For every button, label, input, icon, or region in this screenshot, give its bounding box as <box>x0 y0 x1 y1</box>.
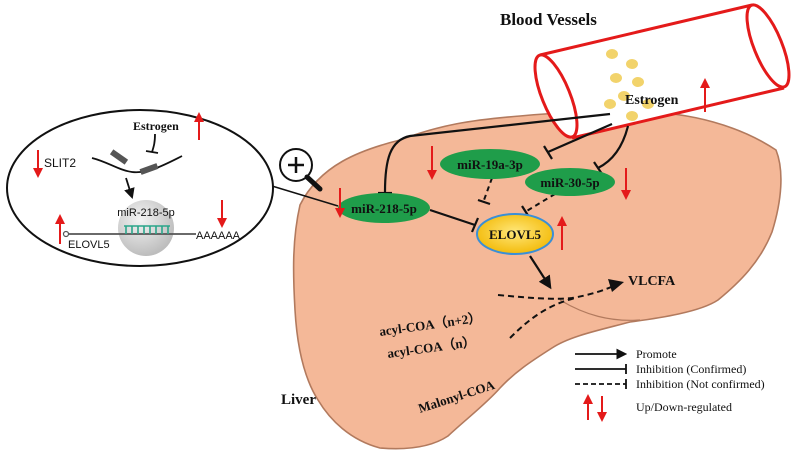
mir218-node <box>338 193 430 223</box>
inset-estrogen-inhibition <box>145 133 159 154</box>
blood-vessels-label: Blood Vessels <box>500 10 597 29</box>
elovl5-node <box>476 213 554 255</box>
inset-mirna-label: miR-218-5p <box>117 207 174 219</box>
substrate-paths <box>497 284 617 339</box>
blood-vessel <box>533 3 791 140</box>
legend-confirmed-label: Inhibition (Confirmed) <box>636 362 746 376</box>
slit2-gene <box>91 149 183 175</box>
magnifier-plus-icon <box>279 148 323 192</box>
liver-fold <box>559 299 641 321</box>
mir218-inhibits-elovl5 <box>429 208 480 233</box>
legend-updown-label: Up/Down-regulated <box>636 400 732 414</box>
mir19a-node <box>440 149 540 179</box>
mir218-label: miR-218-5p <box>351 201 417 216</box>
slit2-promote-arrow <box>124 177 135 200</box>
elovl5-promote-arrow <box>529 255 552 290</box>
liver-label: Liver <box>281 392 316 408</box>
vlcfa-arrowhead <box>608 279 624 292</box>
inset-mirna-ball <box>118 200 174 256</box>
inset-ellipse <box>6 109 274 267</box>
inset-polya-label: AAAAAA <box>196 230 241 242</box>
mir19a-label: miR-19a-3p <box>457 157 523 172</box>
legend-not-confirmed-label: Inhibition (Not confirmed) <box>636 377 765 391</box>
liver-shape <box>292 111 782 450</box>
inset-elovl5-label: ELOVL5 <box>68 239 110 251</box>
elovl5-label: ELOVL5 <box>489 227 542 242</box>
inset-connector <box>271 185 339 207</box>
estrogen-inhibition-lines <box>378 112 630 195</box>
mir30-label: miR-30-5p <box>540 175 599 190</box>
inset-estrogen-label: Estrogen <box>133 119 179 133</box>
vlcfa-label: VLCFA <box>628 274 676 289</box>
mirna-dashed-inhibitions <box>483 177 556 213</box>
mrna-mirna-helix <box>124 225 170 234</box>
mrna-cap <box>62 230 70 238</box>
slit2-label: SLIT2 <box>44 156 76 170</box>
legend: Promote Inhibition (Confirmed) Inhibitio… <box>575 347 765 422</box>
fat-droplets <box>604 49 654 121</box>
mir30-node <box>525 168 615 196</box>
estrogen-label: Estrogen <box>625 93 679 108</box>
legend-promote-label: Promote <box>636 347 677 361</box>
